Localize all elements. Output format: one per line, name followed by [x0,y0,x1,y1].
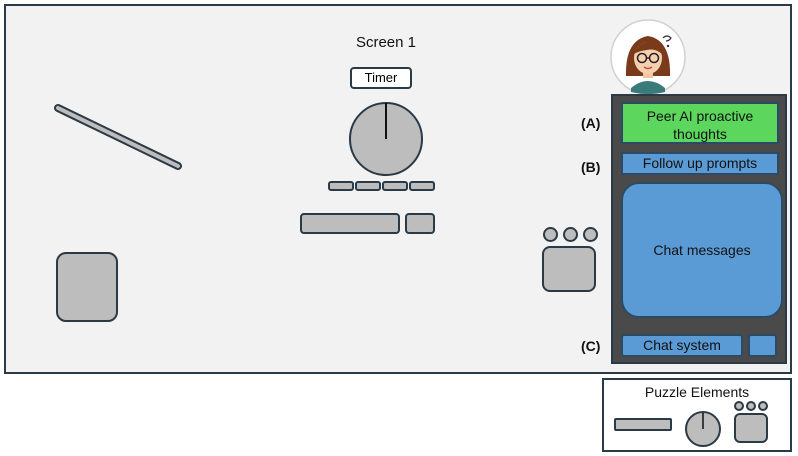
legend-dot-1 [734,401,744,411]
slot-3[interactable] [382,181,408,191]
dot-2[interactable] [563,227,578,242]
dot-3[interactable] [583,227,598,242]
puzzle-elements-legend: Puzzle Elements [602,378,792,452]
legend-title: Puzzle Elements [644,384,750,400]
label-c: (C) [581,338,601,354]
screen-title: Screen 1 [355,34,417,51]
legend-bar-element [614,418,672,431]
rounded-square-element[interactable] [56,252,118,322]
chat-send-button[interactable] [748,334,777,357]
chat-panel: Peer AI proactive thoughts Follow up pro… [611,94,787,364]
wide-bar-element[interactable] [300,213,400,234]
slot-4[interactable] [409,181,435,191]
legend-dial-icon [685,411,721,447]
label-a: (A) [581,115,601,131]
proactive-thoughts-box: Peer AI proactive thoughts [621,102,779,144]
label-b: (B) [581,159,601,175]
follow-up-prompts-button[interactable]: Follow up prompts [621,152,779,175]
slot-1[interactable] [328,181,354,191]
legend-dot-2 [746,401,756,411]
dot-1[interactable] [543,227,558,242]
legend-dot-3 [758,401,768,411]
chat-system-input[interactable]: Chat system [621,334,743,357]
small-square-element[interactable] [405,213,435,234]
timer-label: Timer [350,67,412,89]
peer-ai-avatar-icon [610,19,686,95]
slot-2[interactable] [355,181,381,191]
dotted-block-element[interactable] [542,246,596,292]
timer-dial-icon [349,102,423,176]
chat-messages-area: Chat messages [621,182,783,318]
screen-1-canvas: Screen 1 Timer (A) (B) (C) [4,4,792,374]
legend-block-element [734,413,768,443]
tilted-bar-element[interactable] [52,102,188,174]
